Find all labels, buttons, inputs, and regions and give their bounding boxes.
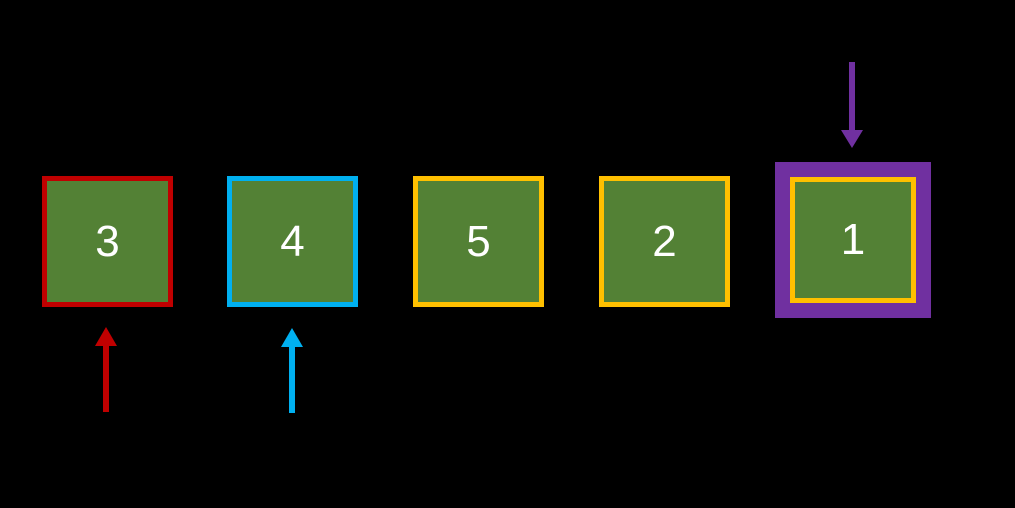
- red-pointer-arrow-up: [86, 324, 126, 414]
- array-cell-3-value: 2: [652, 216, 677, 266]
- array-cell-1-value: 4: [280, 216, 305, 266]
- array-cell-2[interactable]: 5: [413, 176, 544, 307]
- array-cell-1[interactable]: 4: [227, 176, 358, 307]
- array-cell-4-value: 1: [840, 215, 866, 264]
- array-cell-0-value: 3: [95, 216, 120, 266]
- purple-pointer-arrow-down: [832, 62, 872, 152]
- array-cell-0[interactable]: 3: [42, 176, 173, 307]
- array-cell-3[interactable]: 2: [599, 176, 730, 307]
- array-cell-2-value: 5: [466, 216, 491, 266]
- array-cell-4-highlight-frame: [775, 162, 931, 318]
- array-cell-4[interactable]: 1: [790, 177, 916, 303]
- cyan-pointer-arrow-up: [272, 325, 312, 415]
